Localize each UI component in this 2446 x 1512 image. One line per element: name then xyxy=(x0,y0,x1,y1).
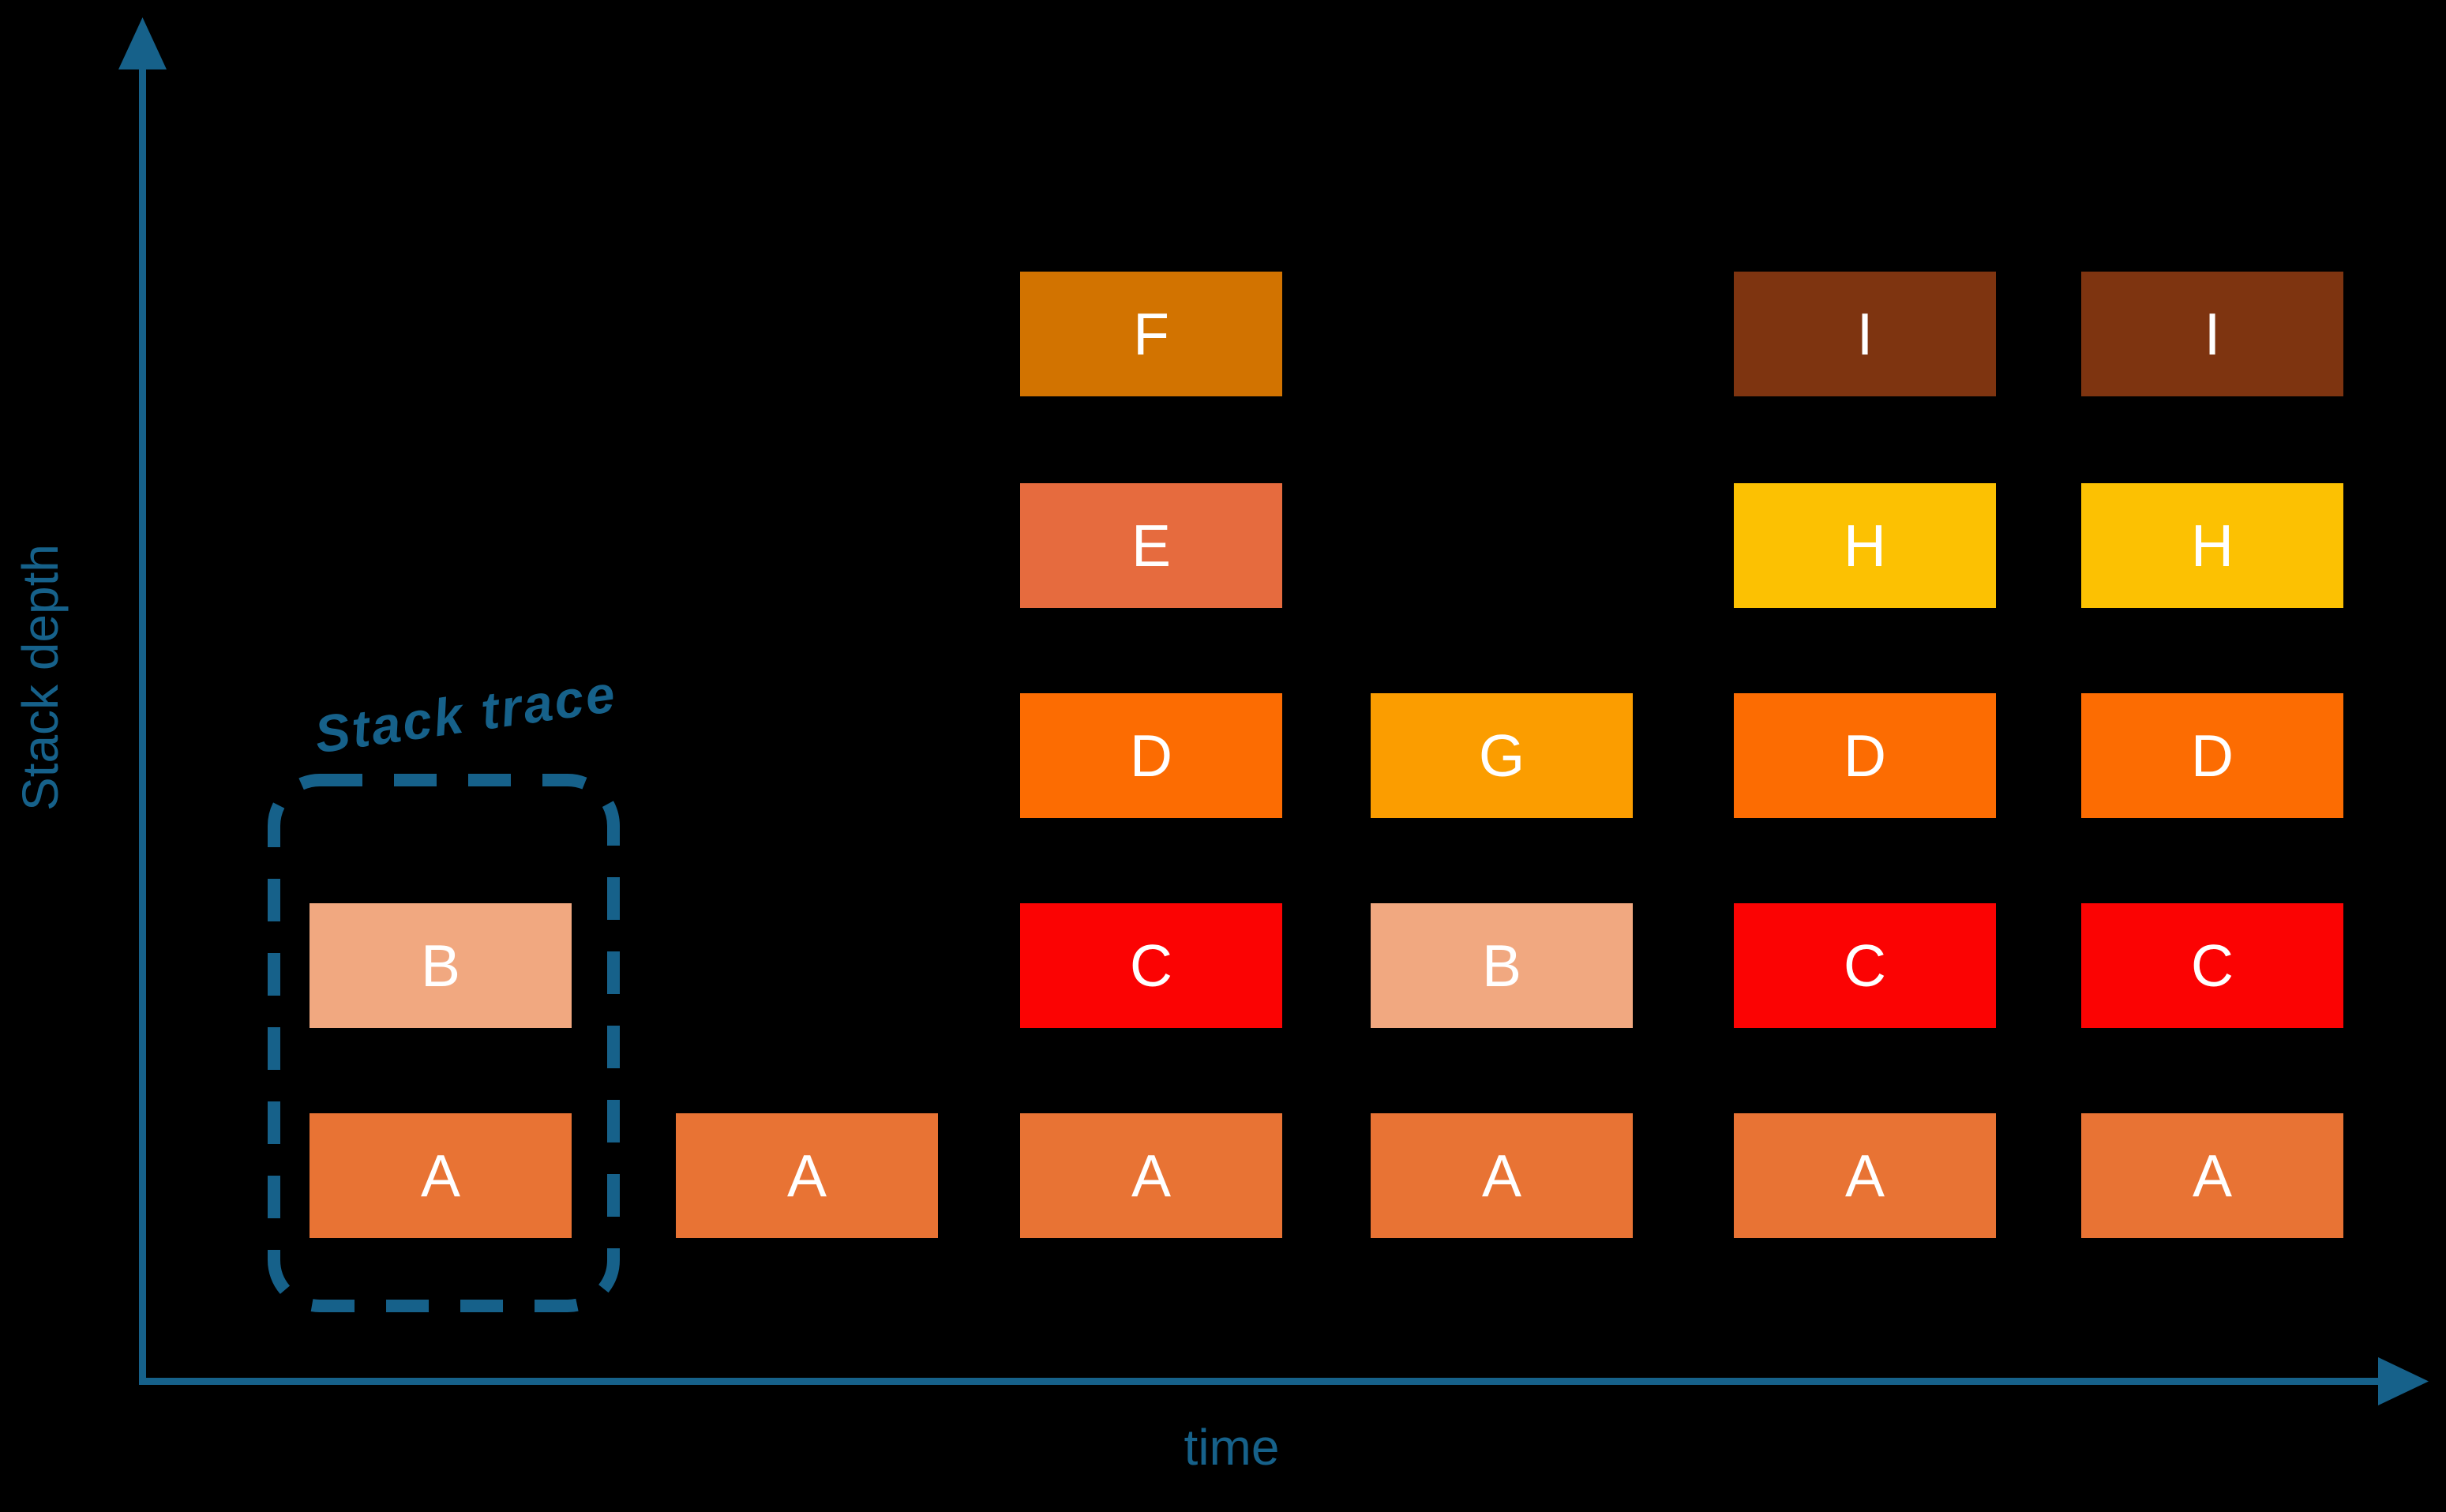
frame-label: D xyxy=(1843,722,1887,789)
frame-label: F xyxy=(1133,300,1169,367)
frame-A-t2: A xyxy=(676,1113,938,1238)
frame-label: H xyxy=(2190,512,2234,579)
frame-label: C xyxy=(2190,932,2234,999)
frame-label: B xyxy=(420,932,461,999)
frame-G-t4: G xyxy=(1371,693,1633,818)
frame-label: C xyxy=(1843,932,1887,999)
frame-label: A xyxy=(2192,1142,2233,1209)
frame-label: C xyxy=(1129,932,1173,999)
frame-label: A xyxy=(420,1142,461,1209)
y-axis-label: Stack depth xyxy=(12,544,69,811)
frame-label: D xyxy=(2190,722,2234,789)
frame-A-t5: A xyxy=(1734,1113,1996,1238)
frame-label: H xyxy=(1843,512,1887,579)
y-axis-line xyxy=(139,55,146,1383)
frame-I-t6: I xyxy=(2081,272,2343,396)
y-axis-arrowhead xyxy=(118,17,167,69)
frame-label: G xyxy=(1478,722,1525,789)
frame-H-t6: H xyxy=(2081,483,2343,608)
frame-C-t3: C xyxy=(1020,903,1282,1028)
frame-B-t4: B xyxy=(1371,903,1633,1028)
frame-C-t5: C xyxy=(1734,903,1996,1028)
frame-I-t5: I xyxy=(1734,272,1996,396)
stack-trace-outline xyxy=(268,774,620,1312)
frame-label: A xyxy=(1844,1142,1885,1209)
frame-D-t3: D xyxy=(1020,693,1282,818)
frame-A-t6: A xyxy=(2081,1113,2343,1238)
frame-F-t3: F xyxy=(1020,272,1282,396)
frame-C-t6: C xyxy=(2081,903,2343,1028)
frame-B-t1: B xyxy=(310,903,572,1028)
frame-A-t4: A xyxy=(1371,1113,1633,1238)
frame-label: A xyxy=(786,1142,827,1209)
frame-D-t6: D xyxy=(2081,693,2343,818)
frame-A-t1: A xyxy=(310,1113,572,1238)
frame-D-t5: D xyxy=(1734,693,1996,818)
frame-H-t5: H xyxy=(1734,483,1996,608)
frame-E-t3: E xyxy=(1020,483,1282,608)
frame-label: B xyxy=(1481,932,1522,999)
frame-label: A xyxy=(1481,1142,1522,1209)
frame-label: A xyxy=(1131,1142,1172,1209)
frame-label: I xyxy=(2204,300,2221,367)
frame-label: I xyxy=(1856,300,1874,367)
x-axis-line xyxy=(139,1378,2380,1385)
frame-label: E xyxy=(1131,512,1172,579)
x-axis-arrowhead xyxy=(2378,1357,2429,1405)
frame-A-t3: A xyxy=(1020,1113,1282,1238)
frame-label: D xyxy=(1129,722,1173,789)
x-axis-label: time xyxy=(1184,1419,1280,1476)
